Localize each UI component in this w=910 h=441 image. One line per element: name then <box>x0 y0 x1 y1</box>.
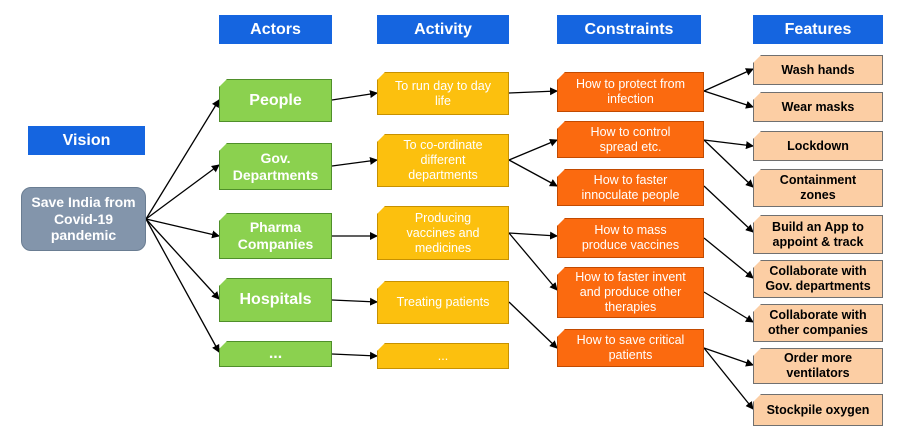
feature-stockpile-oxygen: Stockpile oxygen <box>753 394 883 426</box>
arrow-act2-c3 <box>508 159 558 187</box>
actor-gov-departments: Gov. Departments <box>219 143 332 190</box>
activity-vaccines: Producing vaccines and medicines <box>377 206 509 260</box>
arrow-c5-f7 <box>703 291 754 323</box>
actor-pharma-companies: Pharma Companies <box>219 213 332 259</box>
arrow-hospitals-activity <box>331 297 378 306</box>
feature-collab-companies: Collaborate with other companies <box>753 304 883 342</box>
vision-node: Save India from Covid-19 pandemic <box>21 187 146 251</box>
activity-treating: Treating patients <box>377 281 509 324</box>
arrow-c4-f6 <box>703 237 754 279</box>
arrow-c1-f1 <box>703 68 754 92</box>
arrow-act2-c2 <box>508 139 558 161</box>
arrow-act4-c6 <box>508 301 558 349</box>
activity-day-to-day: To run day to day life <box>377 72 509 115</box>
constraint-invent-therapies: How to faster invent and produce other t… <box>557 267 704 318</box>
arrow-act1-c1 <box>508 87 558 96</box>
arrow-vision-pharma <box>145 218 220 239</box>
arrow-c2-f4 <box>703 139 754 188</box>
arrow-vision-more <box>145 218 220 353</box>
feature-build-app: Build an App to appoint & track <box>753 215 883 254</box>
arrow-c2-f3 <box>703 139 754 150</box>
constraint-innoculate: How to faster innoculate people <box>557 169 704 206</box>
arrow-vision-gov <box>145 164 220 220</box>
feature-order-ventilators: Order more ventilators <box>753 348 883 384</box>
arrow-c1-f2 <box>703 90 754 109</box>
arrow-gov-activity <box>331 156 378 167</box>
feature-wash-hands: Wash hands <box>753 55 883 85</box>
header-features: Features <box>753 15 883 44</box>
constraint-mass-produce: How to mass produce vaccines <box>557 218 704 258</box>
header-vision: Vision <box>28 126 145 155</box>
arrow-vision-hospitals <box>145 218 220 300</box>
arrow-act3-c4 <box>508 231 558 240</box>
feature-collab-gov: Collaborate with Gov. departments <box>753 260 883 298</box>
arrow-c3-f5 <box>703 185 754 233</box>
feature-wear-masks: Wear masks <box>753 92 883 122</box>
actor-hospitals: Hospitals <box>219 278 332 322</box>
arrow-more-activity <box>331 351 378 360</box>
arrow-people-activity <box>331 90 378 101</box>
arrow-vision-people <box>145 99 220 220</box>
constraint-protect-infection: How to protect from infection <box>557 72 704 112</box>
feature-containment-zones: Containment zones <box>753 169 883 207</box>
feature-lockdown: Lockdown <box>753 131 883 161</box>
arrow-act3-c5 <box>508 232 558 291</box>
header-actors: Actors <box>219 15 332 44</box>
header-activity: Activity <box>377 15 509 44</box>
constraint-control-spread: How to control spread etc. <box>557 121 704 158</box>
activity-coordinate: To co-ordinate different departments <box>377 134 509 187</box>
actor-more: ... <box>219 341 332 367</box>
constraint-critical-patients: How to save critical patients <box>557 329 704 367</box>
arrow-c6-f8 <box>703 347 754 367</box>
activity-more: ... <box>377 343 509 369</box>
actor-people: People <box>219 79 332 122</box>
header-constraints: Constraints <box>557 15 701 44</box>
arrow-c6-f9 <box>703 347 754 410</box>
